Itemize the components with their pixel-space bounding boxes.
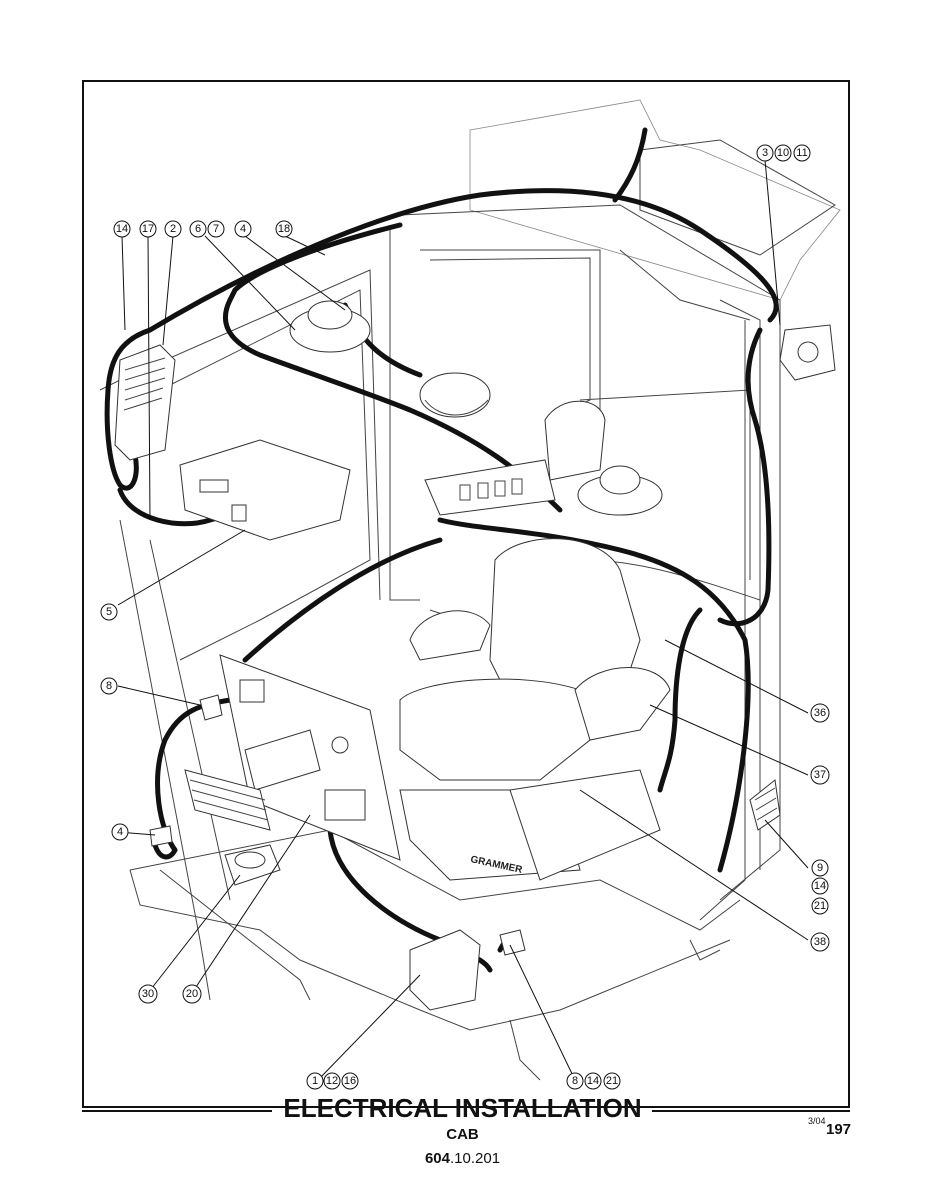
callout-8-left: 8 — [100, 677, 118, 695]
svg-text:18: 18 — [278, 223, 290, 235]
svg-text:14: 14 — [116, 223, 128, 235]
callout-16: 16 — [341, 1072, 359, 1090]
drawing-frame — [82, 80, 850, 1108]
svg-text:21: 21 — [606, 1075, 618, 1087]
part-number: 604.10.201 — [0, 1150, 925, 1167]
svg-text:3: 3 — [762, 147, 768, 159]
svg-text:6: 6 — [195, 223, 201, 235]
callout-2: 2 — [164, 220, 182, 238]
components: GRAMMER — [114, 300, 836, 1011]
callout-21-bottom: 21 — [603, 1072, 621, 1090]
title-rule-left — [82, 1110, 272, 1112]
svg-text:1: 1 — [312, 1075, 318, 1087]
page-title: ELECTRICAL INSTALLATION — [283, 1093, 642, 1123]
callout-6: 6 — [189, 220, 207, 238]
svg-text:12: 12 — [326, 1075, 338, 1087]
svg-text:14: 14 — [587, 1075, 599, 1087]
callout-18: 18 — [275, 220, 293, 238]
title-rule-right — [652, 1110, 850, 1112]
callout-12: 12 — [323, 1072, 341, 1090]
svg-text:10: 10 — [777, 147, 789, 159]
svg-text:16: 16 — [344, 1075, 356, 1087]
page-subtitle: CAB — [446, 1126, 479, 1143]
callout-21-right: 21 — [811, 897, 829, 915]
callout-17: 17 — [139, 220, 157, 238]
svg-text:2: 2 — [170, 223, 176, 235]
callout-8-bottom: 8 — [566, 1072, 584, 1090]
svg-text:17: 17 — [142, 223, 154, 235]
callout-7: 7 — [207, 220, 225, 238]
svg-text:14: 14 — [814, 880, 826, 892]
callout-4-top: 4 — [234, 220, 252, 238]
svg-text:4: 4 — [117, 826, 123, 838]
callout-14-bottom: 14 — [584, 1072, 602, 1090]
callout-11: 11 — [793, 144, 811, 162]
svg-text:4: 4 — [240, 223, 246, 235]
svg-text:8: 8 — [572, 1075, 578, 1087]
callouts: 14 17 2 6 7 4 18 3 10 11 5 8 4 36 37 9 1… — [100, 144, 830, 1090]
callout-20: 20 — [182, 984, 202, 1004]
callout-38: 38 — [810, 932, 830, 952]
callout-14-right: 14 — [811, 877, 829, 895]
svg-text:21: 21 — [814, 900, 826, 912]
svg-text:9: 9 — [817, 862, 823, 874]
part-number-prefix: 604 — [424, 1150, 450, 1167]
svg-text:30: 30 — [142, 988, 154, 1000]
part-number-suffix: .10.201 — [449, 1150, 501, 1167]
svg-text:37: 37 — [814, 769, 826, 781]
callout-5: 5 — [100, 603, 118, 621]
callout-4-left: 4 — [111, 823, 129, 841]
page-number: 197 — [826, 1121, 852, 1138]
callout-37: 37 — [810, 765, 830, 785]
svg-text:5: 5 — [106, 606, 112, 618]
callout-1: 1 — [306, 1072, 324, 1090]
svg-text:7: 7 — [213, 223, 219, 235]
callout-10: 10 — [774, 144, 792, 162]
callout-36: 36 — [810, 703, 830, 723]
svg-text:36: 36 — [814, 707, 826, 719]
callout-14-top-left: 14 — [113, 220, 131, 238]
callout-3: 3 — [756, 144, 774, 162]
svg-text:8: 8 — [106, 680, 112, 692]
cab-structure — [99, 99, 841, 1081]
svg-text:38: 38 — [814, 936, 826, 948]
leader-lines — [117, 159, 809, 1081]
callout-30: 30 — [138, 984, 158, 1004]
svg-text:11: 11 — [796, 147, 807, 159]
svg-text:20: 20 — [186, 988, 198, 1000]
date-code: 3/04 — [808, 1116, 826, 1126]
callout-9: 9 — [811, 859, 829, 877]
